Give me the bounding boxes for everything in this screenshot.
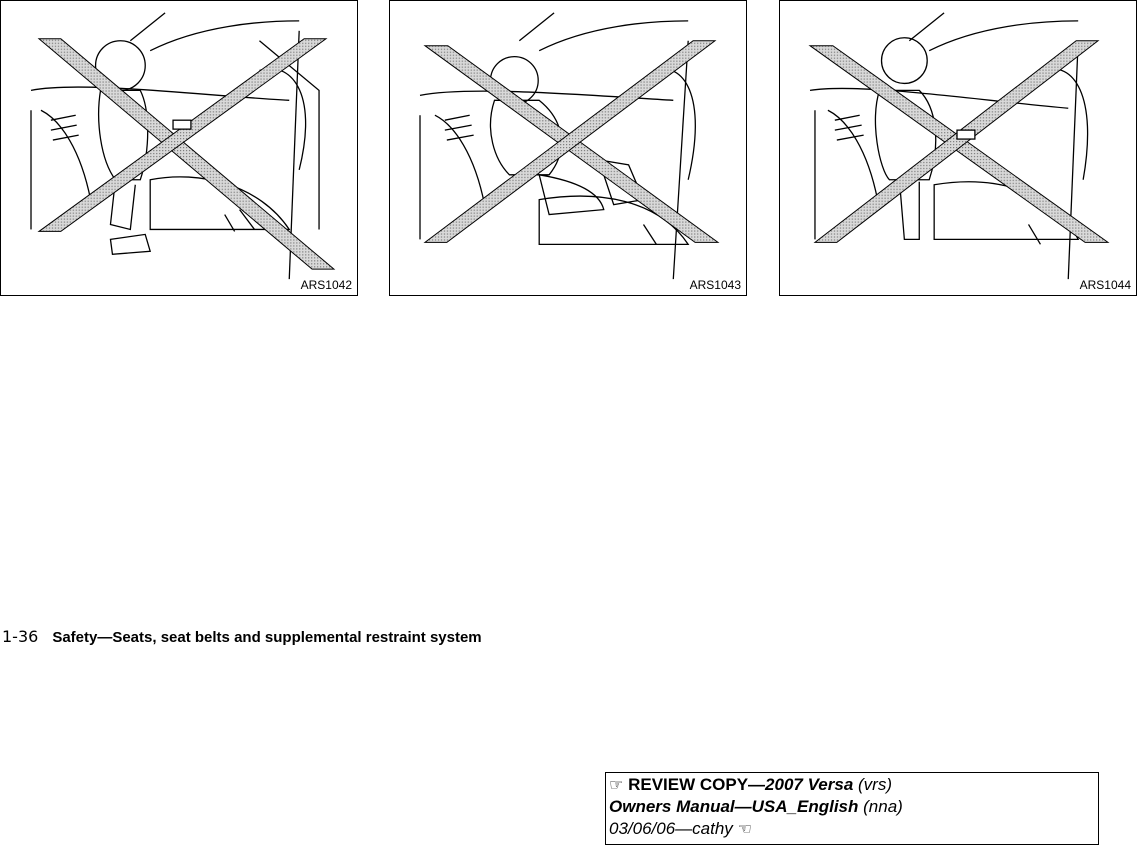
illustration-drawing bbox=[30, 12, 336, 280]
figure-code: ARS1042 bbox=[300, 278, 352, 292]
manual-name: Owners Manual—USA_English bbox=[609, 797, 859, 816]
pointing-hand-left-icon: ☜ bbox=[737, 819, 752, 838]
illustration-drawing bbox=[419, 12, 720, 280]
pointing-hand-right-icon: ☞ bbox=[609, 775, 624, 794]
review-copy-box: ☞ REVIEW COPY—2007 Versa (vrs) Owners Ma… bbox=[605, 772, 1099, 845]
model-code: (vrs) bbox=[858, 775, 892, 794]
review-copy-label: REVIEW COPY— bbox=[628, 775, 766, 794]
review-line-3: 03/06/06—cathy ☜ bbox=[609, 818, 1095, 840]
model-name: 2007 Versa bbox=[765, 775, 854, 794]
region-code: (nna) bbox=[863, 797, 903, 816]
illustration-drawing bbox=[808, 12, 1110, 280]
illustration-child-seat-warning-2: ARS1043 bbox=[389, 0, 747, 296]
section-title: Safety—Seats, seat belts and supplementa… bbox=[52, 629, 482, 646]
illustration-child-seat-warning-1: ARS1042 bbox=[0, 0, 358, 296]
review-date-author: 03/06/06—cathy bbox=[609, 819, 733, 838]
figure-code: ARS1044 bbox=[1079, 278, 1131, 292]
page-number: 1-36 bbox=[2, 627, 39, 646]
page-footer: 1-36 Safety—Seats, seat belts and supplem… bbox=[2, 627, 482, 647]
review-line-1: ☞ REVIEW COPY—2007 Versa (vrs) bbox=[609, 774, 1095, 796]
review-line-2: Owners Manual—USA_English (nna) bbox=[609, 796, 1095, 818]
illustration-child-seat-warning-3: ARS1044 bbox=[779, 0, 1137, 296]
figure-code: ARS1043 bbox=[689, 278, 741, 292]
